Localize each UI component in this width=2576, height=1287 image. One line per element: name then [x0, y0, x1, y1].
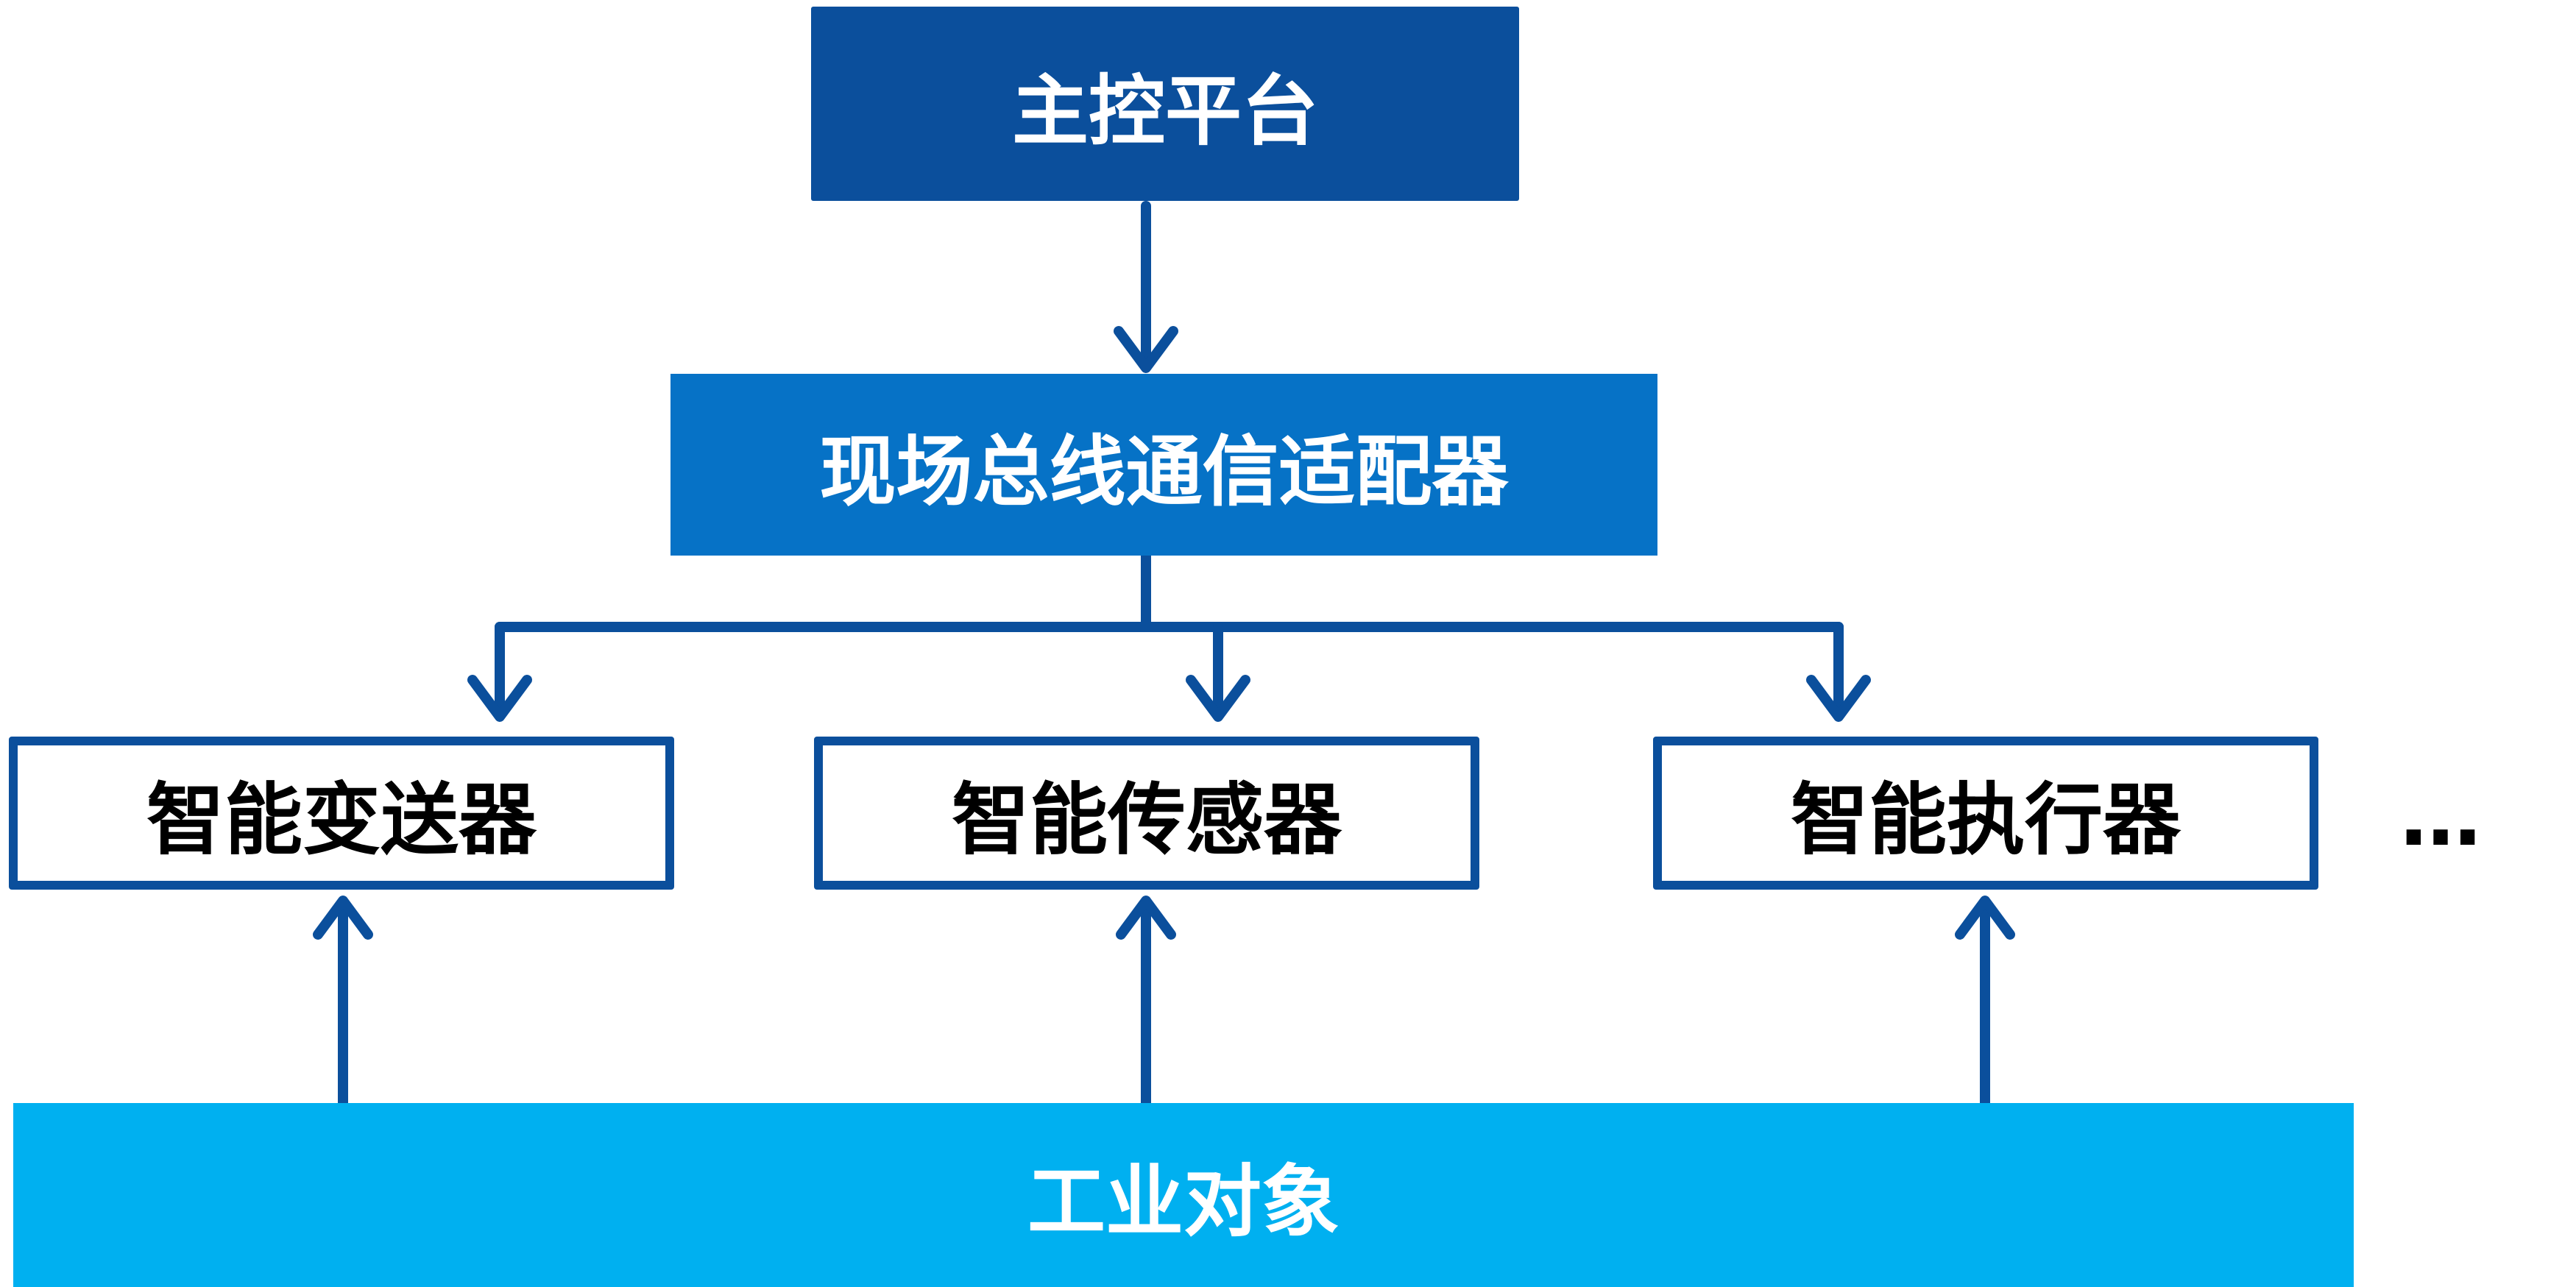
fieldbus-adapter-box: 现场总线通信适配器	[670, 374, 1657, 556]
main-platform-label: 主控平台	[1011, 65, 1318, 156]
platform-to-adapter-arrow-icon	[1114, 326, 1178, 373]
distribution-to-transmitter-arrow-icon	[467, 675, 532, 722]
object-to-sensor-arrow-icon	[1116, 896, 1176, 940]
smart-actuator-label: 智能执行器	[1791, 775, 2181, 865]
main-platform-box: 主控平台	[811, 7, 1519, 201]
industrial-object-box: 工业对象	[13, 1103, 2354, 1287]
smart-sensor-label: 智能传感器	[952, 775, 1342, 865]
object-to-actuator-arrow-icon	[1955, 896, 2015, 940]
industrial-object-label: 工业对象	[1027, 1157, 1340, 1247]
smart-transmitter-box: 智能变送器	[9, 737, 674, 890]
smart-transmitter-label: 智能变送器	[146, 775, 537, 865]
smart-actuator-box: 智能执行器	[1653, 737, 2318, 890]
distribution-to-actuator-arrow-icon	[1806, 675, 1871, 722]
fieldbus-adapter-label: 现场总线通信适配器	[819, 427, 1509, 517]
smart-sensor-box: 智能传感器	[814, 737, 1479, 890]
distribution-to-sensor-arrow-icon	[1186, 675, 1250, 722]
object-to-transmitter-arrow-icon	[313, 896, 373, 940]
more-devices-indicator: …	[2400, 770, 2481, 864]
